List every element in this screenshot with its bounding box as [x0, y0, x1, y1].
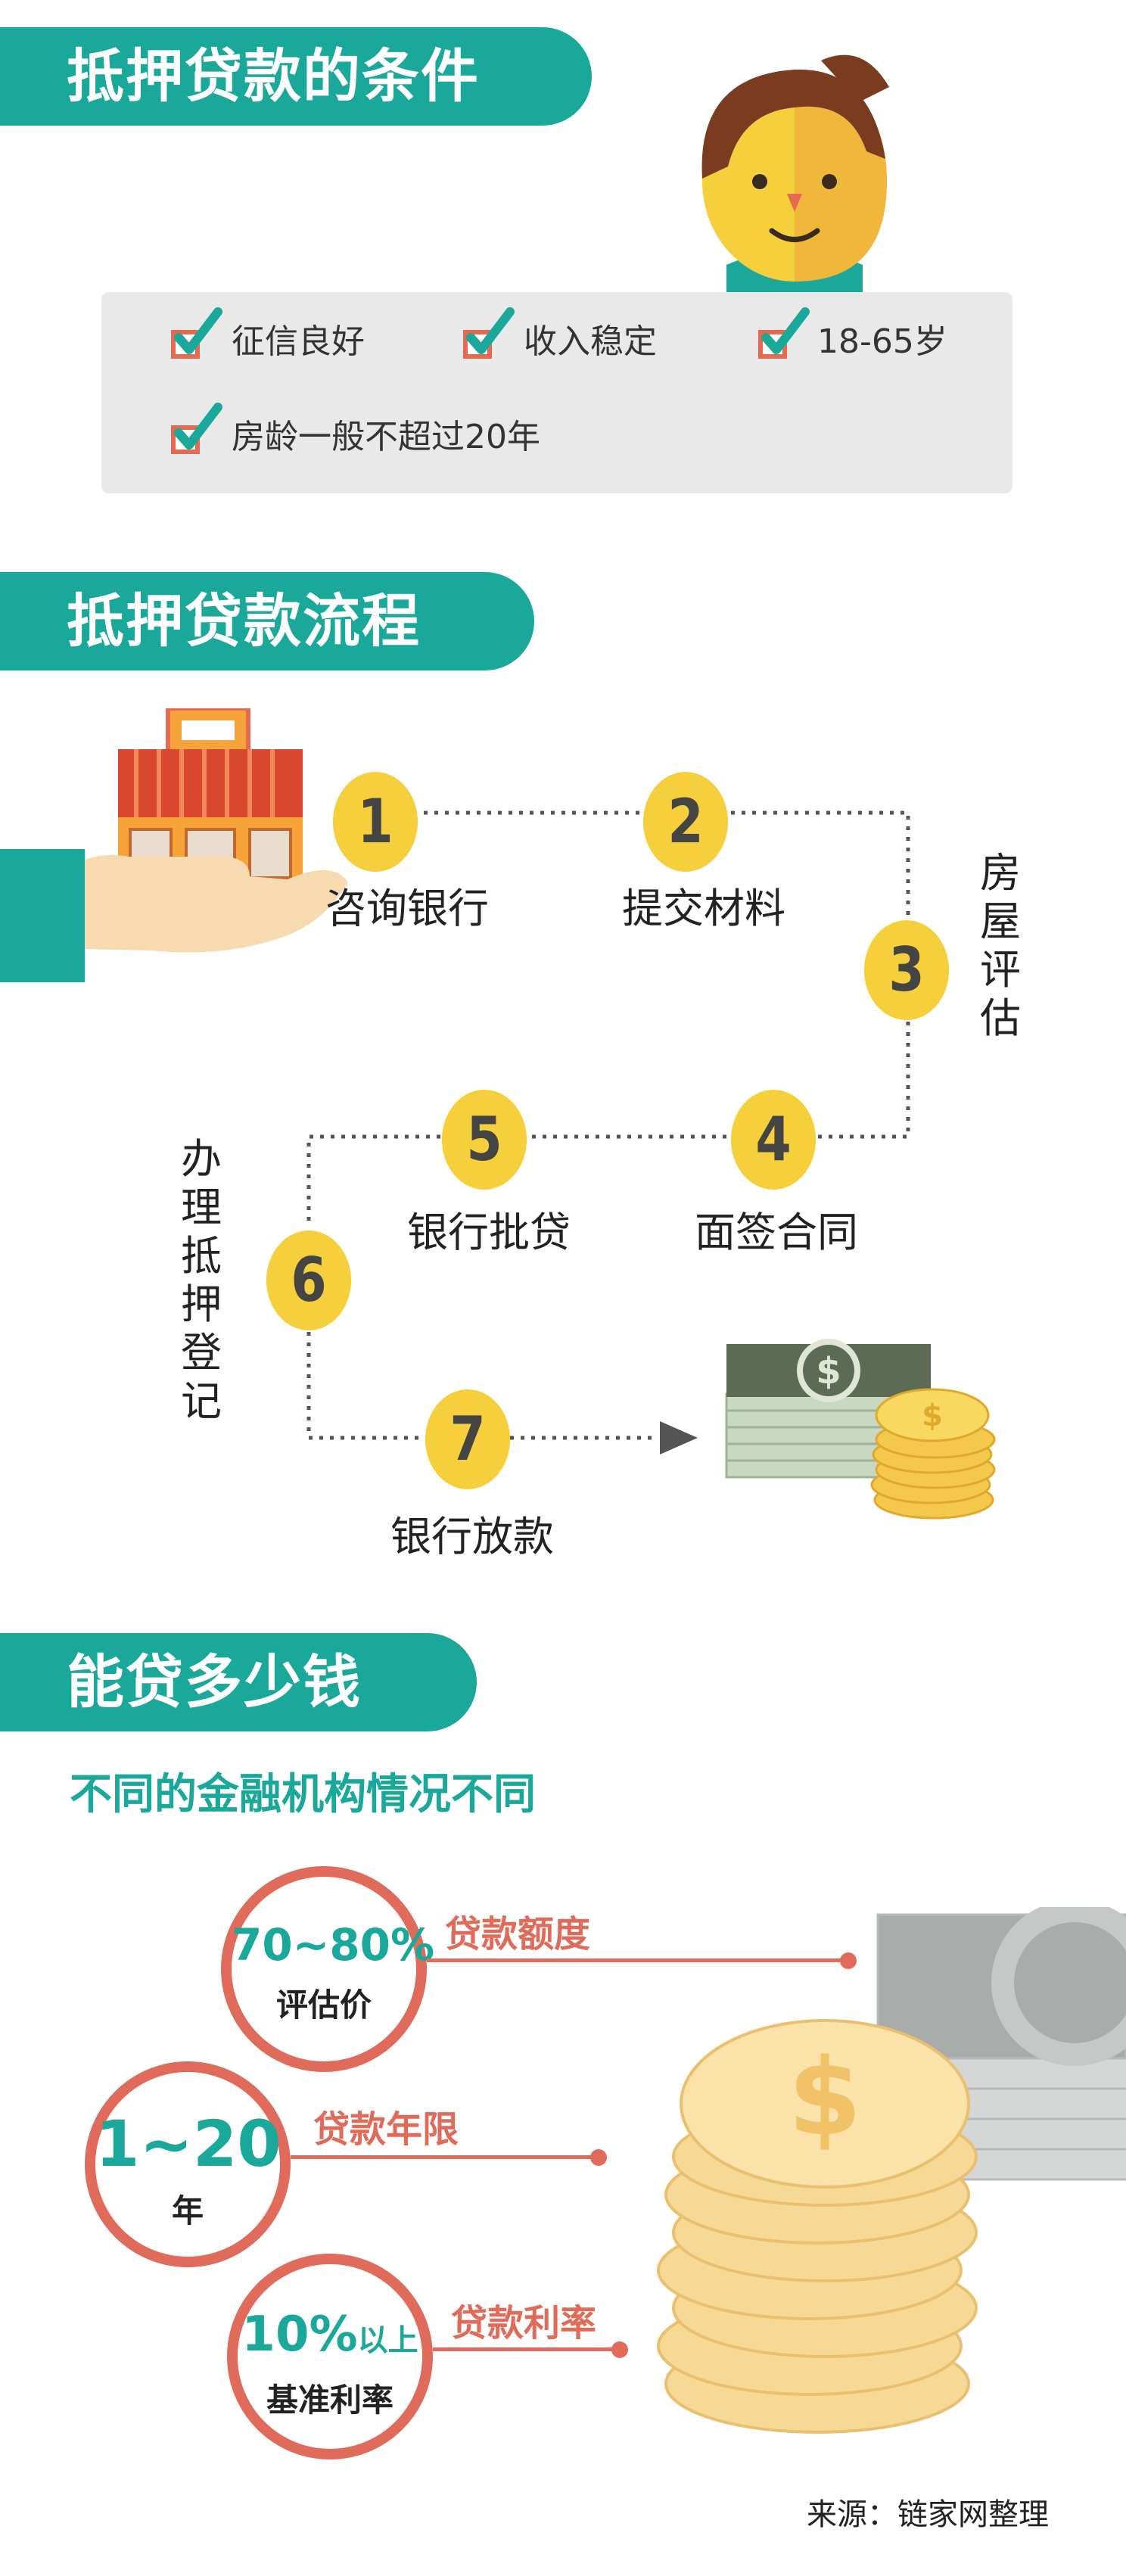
boy-avatar-icon [701, 54, 889, 295]
section-title-process: 抵押贷款流程 [0, 572, 534, 670]
coin-stack-icon: $ [657, 1907, 1126, 2434]
condition-item: 18-65岁 [817, 322, 947, 361]
step-label-2: 提交材料 [622, 885, 785, 932]
stat-label-rate: 贷款利率 [451, 2302, 597, 2344]
stat-label-term: 贷款年限 [313, 2108, 459, 2151]
step-label-1: 咨询银行 [325, 885, 489, 932]
step-number-1: 1 [332, 772, 418, 872]
stat-connector-dot [611, 2341, 628, 2358]
stat-ring-term: 1~20 年 [85, 2061, 291, 2267]
check-icon [174, 403, 222, 450]
check-icon [761, 307, 810, 354]
condition-item: 房龄一般不超过20年 [232, 418, 540, 456]
stat-value-term: 1~20 [95, 2107, 282, 2181]
stat-value-rate: 10%以上 [238, 2307, 422, 2363]
stat-sub-rate: 基准利率 [266, 2382, 393, 2419]
stat-connector [427, 1958, 851, 1962]
section-title-amount: 能贷多少钱 [0, 1633, 477, 1731]
stat-connector [291, 2155, 601, 2159]
house-in-hand-icon [0, 708, 348, 982]
step-label-7: 银行放款 [390, 1513, 554, 1560]
step-label-5: 银行批贷 [407, 1209, 571, 1256]
step-number-5: 5 [441, 1090, 527, 1190]
step-number-7: 7 [425, 1389, 511, 1489]
svg-text:$: $ [922, 1398, 943, 1433]
money-stack-icon: $ $ [725, 1339, 996, 1520]
stat-label-amount: 贷款额度 [445, 1913, 591, 1955]
section-title-conditions: 抵押贷款的条件 [0, 27, 592, 126]
stat-ring-amount: 70~80% 评估价 [221, 1866, 435, 2072]
stat-connector-dot [590, 2149, 607, 2166]
step-label-4: 面签合同 [695, 1209, 858, 1256]
stat-value-rate-suffix: 以上 [357, 2323, 418, 2358]
source-note: 来源：链家网整理 [807, 2497, 1049, 2532]
svg-text:$: $ [788, 2036, 861, 2160]
condition-item: 收入稳定 [524, 322, 657, 361]
step-number-3: 3 [863, 920, 950, 1020]
svg-text:$: $ [816, 1350, 841, 1392]
step-number-2: 2 [642, 772, 729, 872]
stat-value-amount: 70~80% [232, 1919, 435, 1971]
process-flow-lines [306, 810, 910, 1454]
stat-sub-term: 年 [171, 2192, 204, 2229]
section-subtitle: 不同的金融机构情况不同 [70, 1770, 536, 1819]
stat-connector [433, 2347, 622, 2351]
stat-connector-dot [840, 1952, 857, 1969]
stat-value-rate-number: 10% [241, 2307, 358, 2363]
step-label-6: 办理抵押登记 [181, 1135, 222, 1425]
stat-sub-amount: 评估价 [275, 1986, 372, 2024]
check-icon [174, 307, 222, 354]
condition-item: 征信良好 [232, 322, 365, 361]
stat-ring-rate: 10%以上 基准利率 [227, 2254, 433, 2459]
step-label-3: 房屋评估 [980, 849, 1021, 1042]
step-number-4: 4 [730, 1090, 817, 1190]
conditions-panel [101, 292, 1012, 493]
step-number-6: 6 [266, 1230, 352, 1330]
check-icon [466, 307, 515, 354]
